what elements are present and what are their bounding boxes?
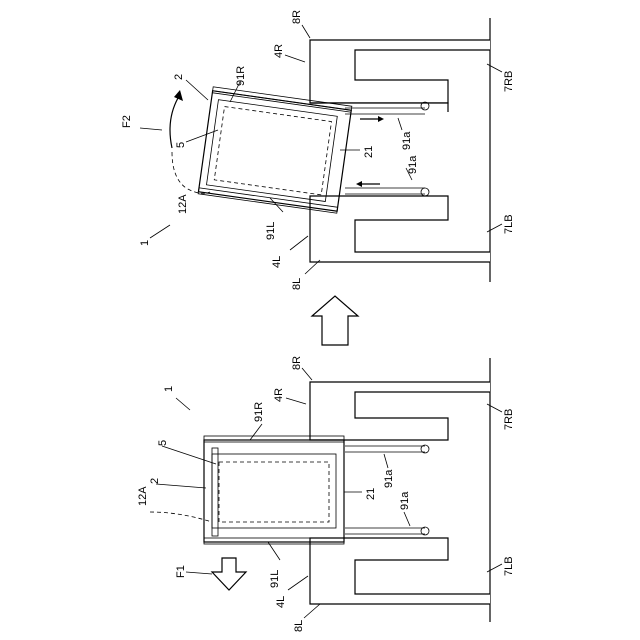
- dashed-path-12a: [172, 152, 210, 193]
- leader-7rb: [487, 404, 502, 412]
- label-1: 1: [139, 240, 151, 246]
- leader-2: [156, 484, 206, 488]
- cage-side-bar: [212, 448, 218, 536]
- top-view: 8R 4R 2 91R F2 5 21 91a 91a 12A 1 91L 4L…: [121, 10, 515, 290]
- leader-7rb: [487, 64, 502, 72]
- label-4r: 4R: [273, 388, 285, 402]
- leader-91a-2: [404, 512, 410, 526]
- leader-4l: [290, 236, 308, 250]
- label-91a-1: 91a: [401, 131, 413, 150]
- label-91r: 91R: [235, 66, 247, 86]
- label-7rb: 7RB: [503, 71, 515, 92]
- label-8l: 8L: [291, 278, 303, 290]
- right-wall-block: [310, 40, 490, 103]
- label-91a-1: 91a: [383, 469, 395, 488]
- label-7rb: 7RB: [503, 409, 515, 430]
- dashed-path-12a: [150, 512, 212, 522]
- label-91a-2: 91a: [407, 155, 419, 174]
- leader-91a-1: [398, 118, 402, 130]
- left-wall-block: [310, 538, 490, 604]
- transition-arrow: [312, 296, 358, 345]
- label-4l: 4L: [275, 596, 287, 608]
- label-91l: 91L: [269, 570, 281, 588]
- label-5: 5: [175, 142, 187, 148]
- arrow-left-head: [356, 181, 362, 187]
- leader-91l: [268, 542, 280, 560]
- label-4r: 4R: [273, 44, 285, 58]
- label-8l: 8L: [293, 620, 305, 632]
- arrow-right-head: [378, 116, 384, 122]
- label-7lb: 7LB: [503, 556, 515, 576]
- label-21: 21: [363, 146, 375, 158]
- cage-inner: [212, 454, 336, 528]
- leader-5: [162, 446, 216, 464]
- label-4l: 4L: [271, 256, 283, 268]
- leader-f1: [186, 572, 212, 574]
- leader-8l: [304, 604, 320, 618]
- leader-2: [186, 80, 208, 100]
- label-12a: 12A: [177, 194, 189, 214]
- label-f2: F2: [121, 115, 133, 128]
- leader-1: [150, 225, 170, 238]
- leader-8r: [302, 368, 312, 380]
- leader-1: [176, 398, 190, 410]
- right-wall-block: [310, 382, 490, 440]
- label-f1: F1: [175, 565, 187, 578]
- label-5: 5: [157, 440, 169, 446]
- rotation-arrow-head: [174, 90, 183, 101]
- leader-91a-1: [384, 454, 388, 468]
- label-91l: 91L: [265, 222, 277, 240]
- label-91a-2: 91a: [399, 491, 411, 510]
- leader-7lb: [487, 224, 502, 232]
- bottom-view: 8R 4R 1 91R 5 2 12A 21 91a 91a F1 91L 4L…: [137, 356, 515, 632]
- rotation-arrow-f2: [170, 98, 178, 148]
- label-7lb: 7LB: [503, 214, 515, 234]
- rotated-cage: [198, 87, 352, 213]
- leader-f2: [140, 128, 162, 130]
- leader-8r: [302, 25, 310, 38]
- leader-4r: [286, 398, 306, 404]
- hook-91a-bottom: [421, 188, 429, 196]
- label-2: 2: [173, 74, 185, 80]
- cage-outer: [204, 440, 344, 542]
- leader-91r: [250, 424, 262, 440]
- push-arrow-f1: [212, 558, 246, 590]
- label-21: 21: [365, 488, 377, 500]
- label-91r: 91R: [253, 402, 265, 422]
- label-2: 2: [149, 478, 161, 484]
- label-8r: 8R: [291, 356, 303, 370]
- label-12a: 12A: [137, 486, 149, 506]
- cage-content: [219, 462, 329, 522]
- cage-content: [214, 107, 331, 195]
- leader-4r: [285, 55, 305, 62]
- cage-inner: [206, 100, 337, 202]
- leader-4l: [288, 576, 308, 590]
- leader-7lb: [487, 564, 502, 572]
- left-wall-block: [310, 196, 490, 262]
- label-8r: 8R: [291, 10, 303, 24]
- label-1: 1: [163, 386, 175, 392]
